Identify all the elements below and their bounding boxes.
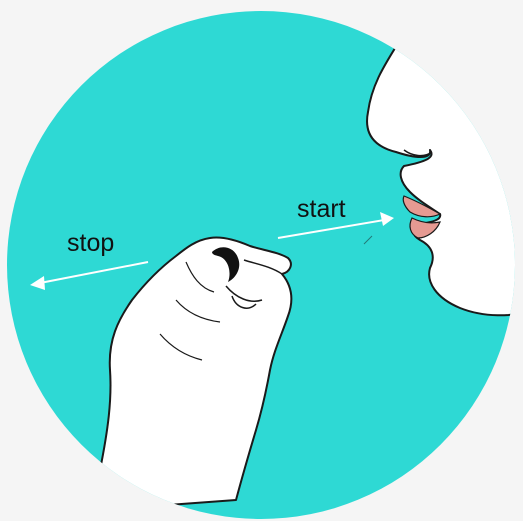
stop-label: stop <box>67 231 114 256</box>
start-label: start <box>297 197 346 222</box>
